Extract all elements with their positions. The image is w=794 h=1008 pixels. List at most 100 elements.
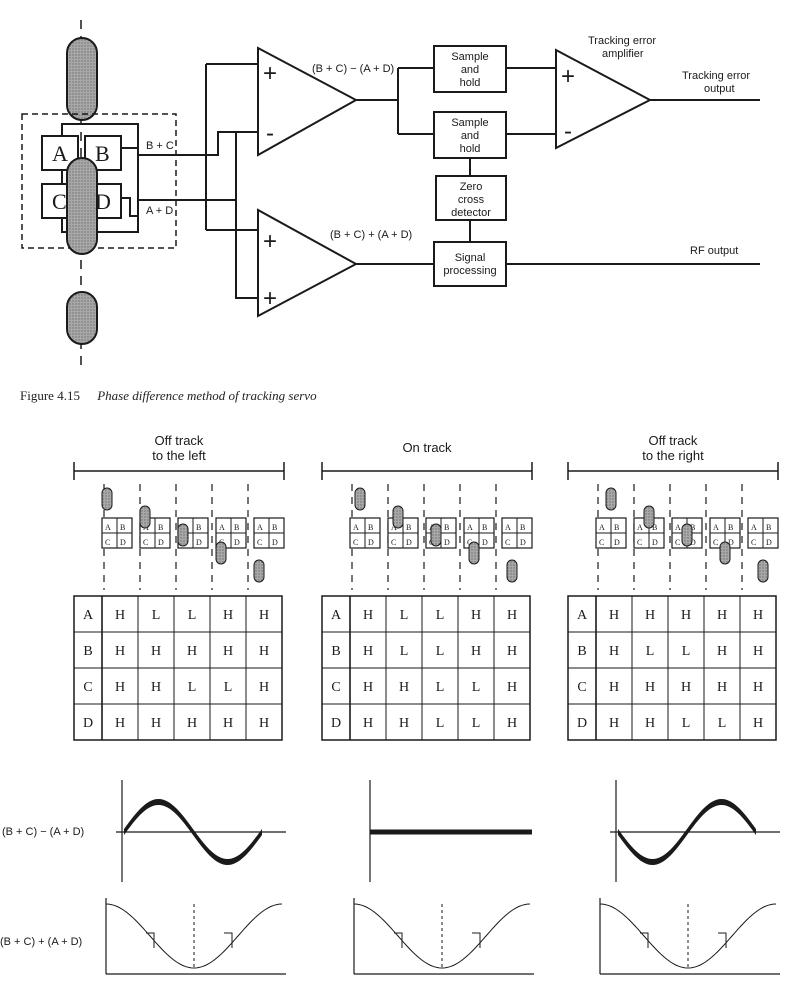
mini-quadrant-label: A: [219, 523, 225, 532]
table-cell: H: [259, 680, 269, 695]
table-cell: H: [115, 608, 125, 623]
table-row-header: D: [331, 716, 341, 731]
table-cell: H: [609, 680, 619, 695]
mini-quadrant-label: D: [444, 538, 450, 547]
table-cell: H: [753, 608, 763, 623]
panel-title-line: to the left: [152, 448, 206, 463]
sh1-line1: Sample: [451, 51, 488, 63]
pit-center: [66, 157, 98, 255]
sum-threshold-mark: [718, 932, 727, 948]
table-cell: L: [436, 680, 445, 695]
mini-quadrant-label: B: [272, 523, 277, 532]
amp3-minus: -: [564, 118, 572, 145]
table-cell: L: [400, 644, 409, 659]
mini-quadrant-label: C: [105, 538, 110, 547]
sum-amplifier: [257, 208, 359, 318]
panel-bracket: [567, 462, 779, 480]
mini-pit: [215, 541, 227, 565]
mini-quadrant-label: A: [713, 523, 719, 532]
diagram-labels: B + C A + D (B + C) − (A + D) (B + C) + …: [146, 35, 750, 312]
sample-hold-2-box: [433, 111, 507, 159]
table-cell: H: [187, 644, 197, 659]
table-row-header: A: [331, 608, 342, 623]
pit-top: [66, 37, 98, 121]
figure-caption: Figure 4.15 Phase difference method of t…: [20, 388, 317, 404]
mini-quadrant-label: B: [652, 523, 657, 532]
mini-quadrant-label: D: [196, 538, 202, 547]
table-cell: H: [471, 644, 481, 659]
tracking-output-label-1: Tracking error: [682, 70, 750, 82]
table-cell: L: [152, 608, 161, 623]
mini-quadrant-label: B: [444, 523, 449, 532]
amp1-plus: +: [263, 60, 277, 87]
mini-quadrant-label: A: [637, 523, 643, 532]
quadrant-label-c: C: [52, 189, 67, 214]
tracking-amp-label-2: amplifier: [602, 48, 644, 60]
amp2-plus-top: +: [263, 228, 277, 255]
mini-quadrant-label: C: [599, 538, 604, 547]
detector-frame: [61, 123, 139, 233]
table-cell: H: [363, 608, 373, 623]
mini-quadrant-label: B: [368, 523, 373, 532]
table-cell: L: [682, 716, 691, 731]
table-row-header: B: [83, 644, 92, 659]
mini-quadrant-label: D: [120, 538, 126, 547]
table-cell: H: [507, 608, 517, 623]
tracking-amp-label-1: Tracking error: [588, 35, 656, 47]
mini-quadrant-label: D: [520, 538, 526, 547]
table-cell: L: [682, 644, 691, 659]
mini-quadrant-label: D: [652, 538, 658, 547]
mini-quadrant-label: B: [614, 523, 619, 532]
quadrant-label-a: A: [52, 141, 68, 166]
table-row-header: C: [83, 680, 92, 695]
table-cell: H: [151, 680, 161, 695]
mini-quadrant-label: B: [120, 523, 125, 532]
label-ad: A + D: [146, 205, 173, 217]
sum-threshold-mark: [146, 932, 155, 948]
table-cell: H: [471, 608, 481, 623]
table-cell: H: [645, 716, 655, 731]
table-cell: H: [645, 608, 655, 623]
mini-quadrant-label: D: [728, 538, 734, 547]
quadrant-labels: A B C D: [52, 141, 111, 214]
table-cell: L: [646, 644, 655, 659]
table-cell: H: [753, 644, 763, 659]
table-cell: H: [717, 644, 727, 659]
table-cell: H: [223, 716, 233, 731]
table-cell: H: [717, 680, 727, 695]
wire-to-amp2-plus-b: [206, 199, 258, 299]
mini-pit: [643, 505, 655, 529]
table-row-header: A: [83, 608, 94, 623]
row-labels: (B + C) − (A + D) (B + C) + (A + D): [0, 826, 84, 948]
diff-wave: [124, 799, 262, 865]
mini-pit: [177, 523, 189, 547]
tracking-output-label-2: output: [704, 83, 735, 95]
mini-quadrant-label: C: [505, 538, 510, 547]
table-cell: H: [609, 608, 619, 623]
mini-quadrant-label: C: [257, 538, 262, 547]
wire-bc: [121, 147, 206, 156]
table-cell: H: [115, 644, 125, 659]
table-cell: H: [259, 644, 269, 659]
table-cell: L: [400, 608, 409, 623]
table-row-header: D: [577, 716, 587, 731]
mini-quadrant-label: A: [599, 523, 605, 532]
mini-pit: [719, 541, 731, 565]
mini-quadrant-label: B: [482, 523, 487, 532]
table-cell: H: [753, 680, 763, 695]
label-bc: B + C: [146, 140, 174, 152]
mini-quadrant-label: C: [467, 538, 472, 547]
block-diagram: [21, 20, 760, 372]
table-cell: L: [436, 644, 445, 659]
rf-output-label: RF output: [690, 245, 738, 257]
mini-quadrant-label: C: [713, 538, 718, 547]
sum-wave: [599, 903, 777, 969]
table-cell: H: [681, 608, 691, 623]
mini-quadrant-label: C: [675, 538, 680, 547]
label-diff-output: (B + C) − (A + D): [312, 63, 394, 75]
amp3-plus: +: [561, 63, 575, 90]
table-row-header: C: [331, 680, 340, 695]
mini-quadrant-label: C: [751, 538, 756, 547]
